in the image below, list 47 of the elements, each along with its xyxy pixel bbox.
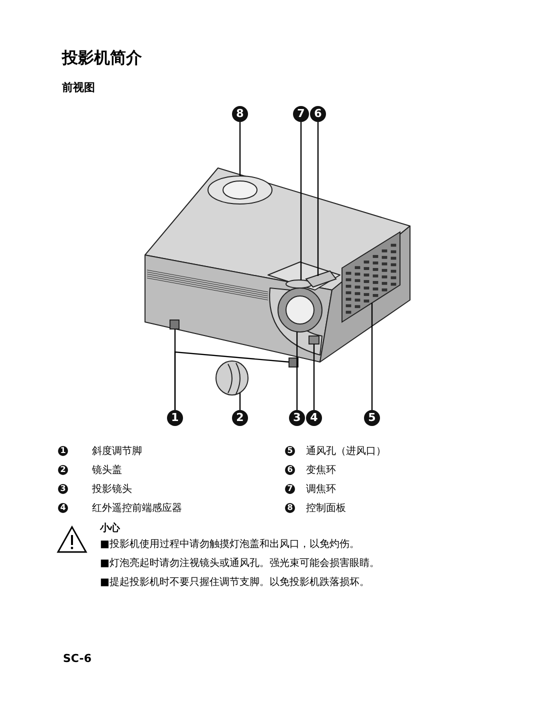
callout-number: 1: [167, 410, 183, 426]
callout-number: 1: [58, 446, 68, 456]
leader-line: [174, 351, 290, 410]
callout-number: 8: [285, 503, 295, 513]
callout-number: 8: [232, 106, 248, 122]
projection-lens: [278, 288, 322, 332]
legend-text: 斜度调节脚: [92, 444, 142, 458]
caution-text: ■投影机使用过程中请勿触摸灯泡盖和出风口，以免灼伤。: [100, 538, 360, 551]
zoom-ring: [305, 270, 337, 288]
legend-text: 调焦环: [306, 483, 336, 496]
callout-number: 2: [232, 410, 248, 426]
page-title: 投影机简介: [62, 48, 142, 69]
callout-number: 3: [58, 484, 68, 494]
leader-line: [300, 122, 302, 280]
legend-text: 投影镜头: [92, 482, 132, 496]
leader-line: [239, 393, 241, 410]
callout-number: 7: [285, 484, 295, 494]
leader-line: [239, 122, 241, 176]
ventilation-grille: [342, 231, 400, 323]
adjustable-foot: [288, 358, 298, 368]
callout-number: 6: [310, 106, 326, 122]
legend-text: 镜头盖: [92, 464, 122, 477]
leader-line: [296, 332, 298, 410]
caution-heading: 小心: [100, 521, 120, 535]
leader-line: [313, 344, 315, 410]
adjustable-foot: [170, 320, 180, 330]
callout-number: 6: [285, 465, 295, 475]
ir-sensor: [308, 336, 320, 344]
callout-number: 4: [306, 410, 322, 426]
caution-text: ■灯泡亮起时请勿注视镜头或通风孔。强光束可能会损害眼睛。: [100, 556, 380, 570]
legend-text: 通风孔（进风口）: [306, 444, 386, 458]
lens-cap-drawing: [216, 360, 248, 396]
legend-text: 变焦环: [306, 464, 336, 477]
legend-text: 红外遥控前端感应器: [92, 502, 182, 515]
legend-text: 控制面板: [306, 502, 346, 515]
section-heading: 前视图: [62, 80, 95, 95]
callout-number: 3: [289, 410, 305, 426]
callout-number: 7: [293, 106, 309, 122]
caution-text: ■提起投影机时不要只握住调节支脚。以免投影机跌落损坏。: [100, 576, 370, 589]
callout-number: 4: [58, 503, 68, 513]
callout-number: 2: [58, 465, 68, 475]
leader-line: [371, 303, 373, 410]
callout-number: 5: [285, 446, 295, 456]
page-number: SC-6: [63, 652, 92, 665]
leader-line: [317, 122, 319, 276]
callout-number: 5: [364, 410, 380, 426]
control-panel: [208, 176, 272, 204]
